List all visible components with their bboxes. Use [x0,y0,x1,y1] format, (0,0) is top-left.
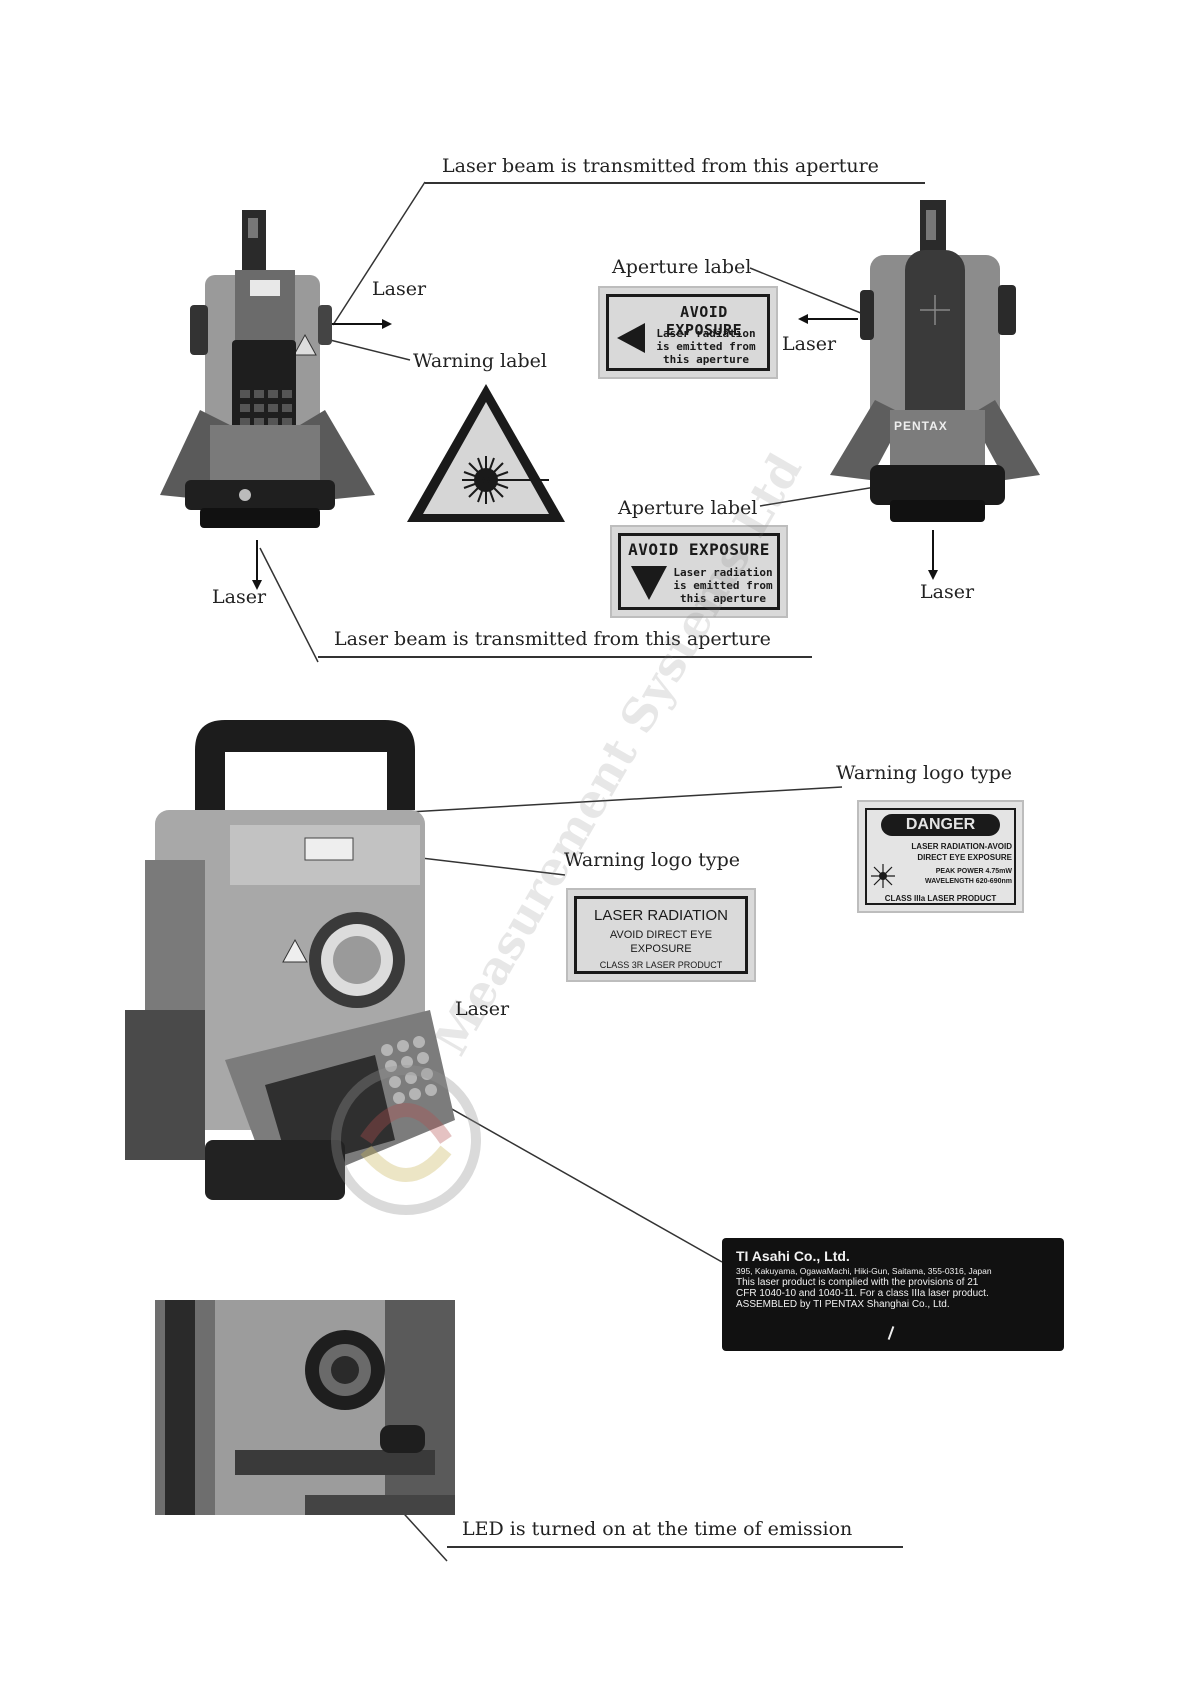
avoid-exposure-top-line-2: is emitted from [656,340,756,353]
ti-asahi-company: TI Asahi Co., Ltd. [736,1248,850,1264]
laser-arrow-left-bottom [252,540,262,590]
ti-asahi-line-2: This laser product is complied with the … [736,1277,979,1288]
label-laser-right-side: Laser [782,333,837,355]
laser-radiation-label-frame: LASER RADIATION AVOID DIRECT EYE EXPOSUR… [574,896,748,974]
danger-line-1: LASER RADIATION-AVOID [911,842,1012,851]
caption-laser-beam-top: Laser beam is transmitted from this aper… [442,155,879,177]
avoid-exposure-label-bottom-frame: AVOID EXPOSURE Laser radiation is emitte… [618,533,780,610]
avoid-exposure-label-top-frame: AVOID EXPOSURE Laser radiation is emitte… [606,294,770,371]
avoid-exposure-bottom-line-1: Laser radiation [673,566,773,579]
ti-asahi-line-3: CFR 1040-10 and 1040-11. For a class III… [736,1288,989,1299]
label-warning-logo-type-1: Warning logo type [836,762,1012,784]
laser-radiation-title: LASER RADIATION [594,907,728,924]
label-laser-right-bottom: Laser [920,581,975,603]
label-warning: Warning label [413,350,547,372]
ti-asahi-nameplate: TI Asahi Co., Ltd. 395, Kakuyama, OgawaM… [722,1238,1064,1351]
avoid-exposure-label-bottom: AVOID EXPOSURE Laser radiation is emitte… [610,525,788,618]
caption-led: LED is turned on at the time of emission [462,1518,853,1540]
laser-arrow-right-side [798,314,858,324]
label-warning-logo-type-2: Warning logo type [564,849,740,871]
watermark-logo-icon [331,1065,481,1215]
danger-label-frame: DANGER LASER RADIATION-AVOID DIRECT EYE … [865,808,1016,905]
pentax-brand: PENTAX [894,419,948,433]
label-laser-left-bottom: Laser [212,586,267,608]
caption-laser-beam-bottom: Laser beam is transmitted from this aper… [334,628,771,650]
laser-radiation-label: LASER RADIATION AVOID DIRECT EYE EXPOSUR… [566,888,756,982]
slash-mark [887,1326,895,1340]
danger-line-2: DIRECT EYE EXPOSURE [917,853,1012,862]
caption-underline-top [425,182,925,184]
danger-spec-1: PEAK POWER 4.75mW [935,868,1012,875]
laser-arrow-left-side [332,319,392,329]
laser-arrow-right-bottom [928,530,938,580]
instrument-closeup-led [155,1300,455,1515]
laser-burst-icon [871,864,895,888]
laser-radiation-class: CLASS 3R LASER PRODUCT [599,960,723,970]
avoid-exposure-bottom-line-2: is emitted from [673,579,773,592]
avoid-exposure-top-line-3: this aperture [662,353,750,366]
instrument-front-view [160,210,375,528]
danger-spec-2: WAVELENGTH 620-690nm [924,878,1012,885]
danger-label: DANGER LASER RADIATION-AVOID DIRECT EYE … [857,800,1024,913]
laser-warning-triangle-icon [407,384,565,522]
danger-class: CLASS IIIa LASER PRODUCT [884,894,997,903]
danger-title: DANGER [881,814,1000,836]
avoid-exposure-top-line-1: Laser radiation [656,327,756,340]
laser-radiation-line-2: EXPOSURE [630,943,692,955]
label-aperture-bottom: Aperture label [618,497,758,519]
instrument-rear-view [830,200,1040,522]
avoid-exposure-bottom-line-3: this aperture [679,592,767,605]
label-laser-left-side: Laser [372,278,427,300]
instrument-oblique-view [125,720,455,1200]
laser-radiation-line-1: AVOID DIRECT EYE [609,929,713,941]
arrow-left-icon [617,323,645,353]
caption-underline-led [447,1546,903,1548]
ti-asahi-line-1: 395, Kakuyama, OgawaMachi, Hiki-Gun, Sai… [736,1266,992,1276]
avoid-exposure-bottom-title: AVOID EXPOSURE [628,540,770,559]
arrow-down-icon [631,566,667,600]
ti-asahi-line-4: ASSEMBLED by TI PENTAX Shanghai Co., Ltd… [736,1299,950,1310]
avoid-exposure-top-title: AVOID EXPOSURE [665,303,743,339]
label-laser-middle: Laser [455,998,510,1020]
caption-underline-bottom [318,656,812,658]
label-aperture-top: Aperture label [612,256,752,278]
avoid-exposure-label-top: AVOID EXPOSURE Laser radiation is emitte… [598,286,778,379]
